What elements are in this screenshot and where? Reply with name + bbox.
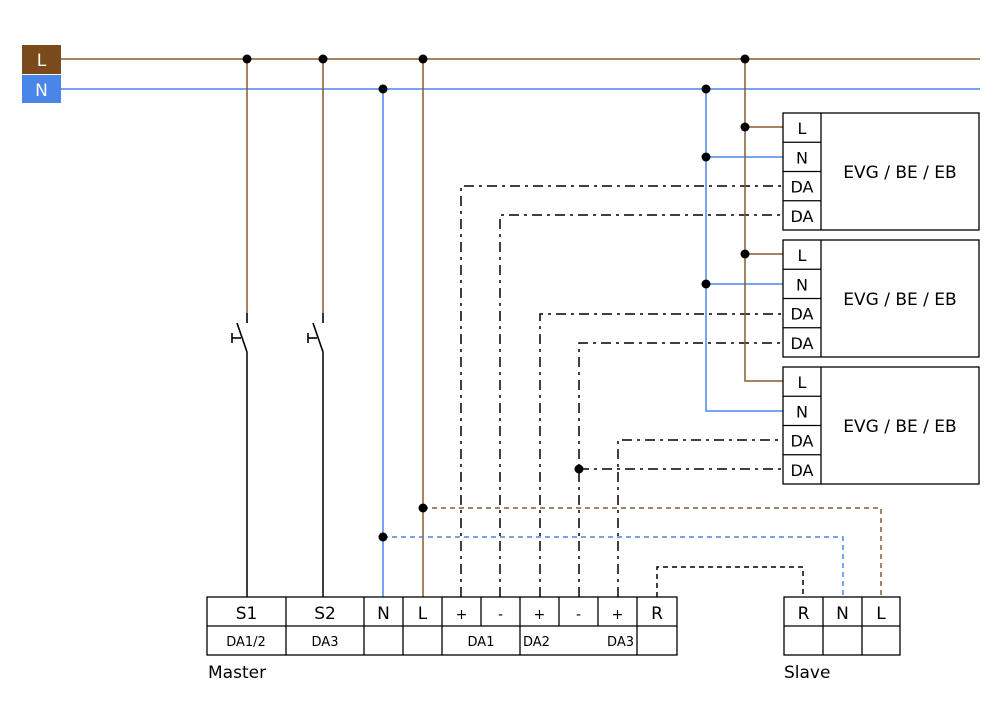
- ballast-terminal-label: N: [796, 402, 808, 421]
- junction-dot: [701, 152, 711, 162]
- junction-dot: [701, 84, 711, 94]
- ballast-label: EVG / BE / EB: [843, 290, 956, 310]
- live-bus-label-box: [22, 45, 61, 74]
- ballast-label: EVG / BE / EB: [843, 417, 956, 437]
- slave-live-wire: [423, 507, 882, 597]
- junction-dot: [574, 464, 584, 474]
- master-terminal-label: N: [377, 604, 390, 624]
- live-bus-label: L: [37, 51, 47, 71]
- master-terminal-label: R: [651, 604, 663, 624]
- ballast-terminal-label: DA: [791, 207, 814, 226]
- ballast-terminal-label: DA: [791, 305, 814, 324]
- master-terminal-label: -: [576, 607, 581, 623]
- ballast-2: LN DA DA EVG / BE / EB: [782, 239, 980, 358]
- ballast-terminal-label: N: [796, 148, 808, 167]
- da2-minus-wire: [578, 342, 783, 597]
- junction-dot: [740, 249, 750, 259]
- switch-s2: [307, 313, 324, 353]
- junction-dot: [418, 54, 428, 64]
- ballast-terminal-label: DA: [791, 334, 814, 353]
- neutral-bus-label-box: [22, 75, 61, 103]
- junction-dot: [418, 503, 428, 513]
- master-unit: S1 S2 N L + - + - + R DA1/2 DA3 DA1 DA2 DA3: [206, 596, 678, 656]
- slave-label: Slave: [784, 663, 830, 683]
- ballast-live-riser: [744, 59, 783, 382]
- da2-plus-wire: [539, 313, 783, 597]
- junction-dot: [242, 54, 252, 64]
- master-sublabel-da1: DA1: [468, 635, 495, 650]
- junction-dot: [378, 532, 388, 542]
- junction-dot: [740, 54, 750, 64]
- da3-plus-wire: [617, 439, 783, 597]
- ballast-terminal-label: N: [796, 275, 808, 294]
- ballast-terminal-label: DA: [791, 461, 814, 480]
- da1-plus-wire: [460, 185, 783, 597]
- master-label: Master: [208, 663, 266, 683]
- master-sublabel-s2: DA3: [312, 635, 339, 650]
- ballast-terminal-label: L: [798, 373, 807, 392]
- switch-s1: [231, 313, 248, 353]
- slave-r-wire: [656, 566, 804, 597]
- ballast-1: LN DA DA EVG / BE / EB: [782, 112, 980, 231]
- ballast-terminal-label: DA: [791, 178, 814, 197]
- master-terminal-label: -: [498, 607, 503, 623]
- master-sublabel-da3: DA3: [607, 635, 634, 650]
- ballast-neutral-riser: [705, 89, 783, 412]
- slave-terminal-label: L: [876, 604, 886, 624]
- ballast-terminal-label: L: [798, 119, 807, 138]
- master-sublabel-da2: DA2: [523, 635, 550, 650]
- master-terminal-label: S1: [236, 604, 258, 624]
- slave-neutral-wire: [383, 536, 844, 597]
- ballast-terminal-label: L: [798, 246, 807, 265]
- junction-dot: [318, 54, 328, 64]
- master-terminal-label: S2: [314, 604, 336, 624]
- master-terminal-label: L: [418, 604, 428, 624]
- neutral-bus-label: N: [35, 81, 48, 101]
- junction-dot: [701, 279, 711, 289]
- ballast-label: EVG / BE / EB: [843, 163, 956, 183]
- ballast-terminal-label: DA: [791, 432, 814, 451]
- master-terminal-label: +: [456, 607, 468, 623]
- slave-terminal-label: N: [836, 604, 849, 624]
- master-sublabel-s1: DA1/2: [226, 635, 266, 650]
- slave-terminal-label: R: [798, 604, 810, 624]
- ballast-3: LN DA DA EVG / BE / EB: [782, 366, 980, 485]
- master-terminal-label: +: [612, 607, 624, 623]
- master-terminal-label: +: [534, 607, 546, 623]
- junction-dot: [378, 84, 388, 94]
- junction-dot: [740, 122, 750, 132]
- da1-minus-wire: [499, 214, 783, 597]
